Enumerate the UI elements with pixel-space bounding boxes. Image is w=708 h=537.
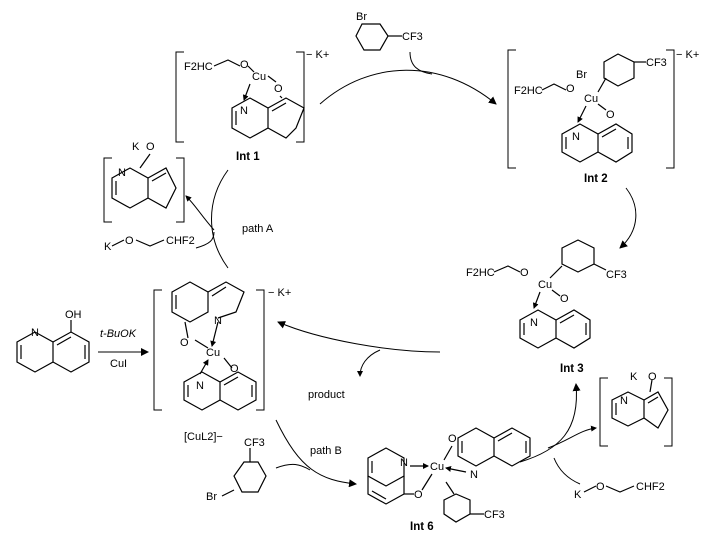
- int3-label: Int 3: [560, 363, 584, 375]
- atom-o-label: O: [566, 83, 575, 95]
- f2hc-label: F2HC: [184, 61, 213, 73]
- hydroxyquinoline-structure: N OH: [16, 309, 90, 373]
- int2-to-int3-arrow: [619, 187, 637, 249]
- atom-n-label: N: [118, 167, 126, 179]
- path-b-arrow: [275, 419, 357, 488]
- atom-n-label: N: [240, 105, 248, 117]
- cul2-charge: − K+: [268, 287, 291, 299]
- atom-o-label: O: [560, 293, 569, 305]
- cf3-label: CF3: [484, 509, 505, 521]
- cul2-label: [CuL2]−: [184, 431, 223, 443]
- aryl-bromide-top: Br CF3: [355, 11, 433, 75]
- k-alkoxide-right: K O CHF2: [553, 457, 665, 501]
- cu-label: Cu: [538, 279, 552, 291]
- int6-label: Int 6: [410, 521, 434, 533]
- int2-complex: CF3 Br F2HC O Cu O N − K+ Int 2: [507, 49, 699, 185]
- atom-k-label: K: [630, 371, 638, 383]
- cu-label: Cu: [206, 347, 220, 359]
- int6-to-int3-arrow: [519, 383, 581, 463]
- int2-charge: − K+: [676, 49, 699, 61]
- atom-o-label: O: [448, 433, 457, 445]
- atom-k-label: K: [574, 489, 582, 501]
- atom-o-label: O: [240, 59, 249, 71]
- aryl-bromide-bottom: CF3 Br: [206, 437, 311, 503]
- f2hc-label: F2HC: [466, 267, 495, 279]
- atom-o-label: O: [520, 267, 529, 279]
- path-a-label: path A: [242, 223, 274, 235]
- atom-o-label: O: [146, 141, 155, 153]
- cu-label: Cu: [430, 461, 444, 473]
- reagent-cui: CuI: [110, 358, 127, 370]
- atom-n-label: N: [470, 469, 478, 481]
- atom-n-label: N: [572, 131, 580, 143]
- atom-br-label: Br: [576, 69, 587, 81]
- k-quinolinolate-right: N K O: [599, 371, 673, 447]
- atom-o-label: O: [274, 83, 283, 95]
- cul2-complex: O N Cu N O − K+ [CuL2]−: [153, 281, 291, 443]
- int3-to-cul2-arrow: [277, 321, 441, 353]
- cu-label: Cu: [252, 71, 266, 83]
- int1-complex: F2HC O Cu O N − K+ Int 1: [175, 49, 329, 163]
- atom-n-label: N: [196, 380, 204, 392]
- atom-k-label: K: [132, 141, 140, 153]
- atom-n-label: N: [400, 457, 408, 469]
- atom-o-label: O: [230, 363, 239, 375]
- chf2-label: CHF2: [166, 235, 195, 247]
- int1-to-int2-arrow: [319, 69, 497, 105]
- int2-label: Int 2: [584, 173, 608, 185]
- atom-n-label: N: [31, 327, 39, 339]
- cu-label: Cu: [584, 93, 598, 105]
- atom-k-label: K: [104, 241, 112, 253]
- atom-n-label: N: [214, 315, 222, 327]
- atom-o-label: O: [125, 235, 134, 247]
- int1-charge: − K+: [306, 49, 329, 61]
- atom-o-label: O: [606, 109, 615, 121]
- atom-n-label: N: [620, 395, 628, 407]
- oh-label: OH: [65, 309, 82, 321]
- k-quinolinolate-left: N O K: [103, 141, 185, 223]
- path-b-label: path B: [310, 445, 342, 457]
- int3-complex: CF3 F2HC O Cu O N Int 3: [466, 239, 627, 375]
- atom-o-label: O: [648, 371, 657, 383]
- path-a-arrow: [211, 169, 229, 269]
- k-alkoxide-left: K O CHF2: [104, 231, 215, 253]
- chf2-label: CHF2: [636, 481, 665, 493]
- atom-br-label: Br: [356, 11, 367, 23]
- cf3-label: CF3: [244, 437, 265, 449]
- f2hc-label: F2HC: [514, 85, 543, 97]
- cf3-label: CF3: [402, 31, 423, 43]
- cf3-label: CF3: [606, 269, 627, 281]
- cf3-label: CF3: [646, 57, 667, 69]
- atom-o-label: O: [596, 481, 605, 493]
- product-label: product: [308, 389, 345, 401]
- atom-o-label: O: [180, 337, 189, 349]
- int6-complex: N Cu O O N CF3 Int 6: [367, 427, 531, 533]
- atom-n-label: N: [530, 317, 538, 329]
- atom-o-label: O: [414, 489, 423, 501]
- int1-label: Int 1: [236, 151, 260, 163]
- reagent-tbuok: t-BuOK: [100, 328, 137, 340]
- atom-br-label: Br: [206, 491, 217, 503]
